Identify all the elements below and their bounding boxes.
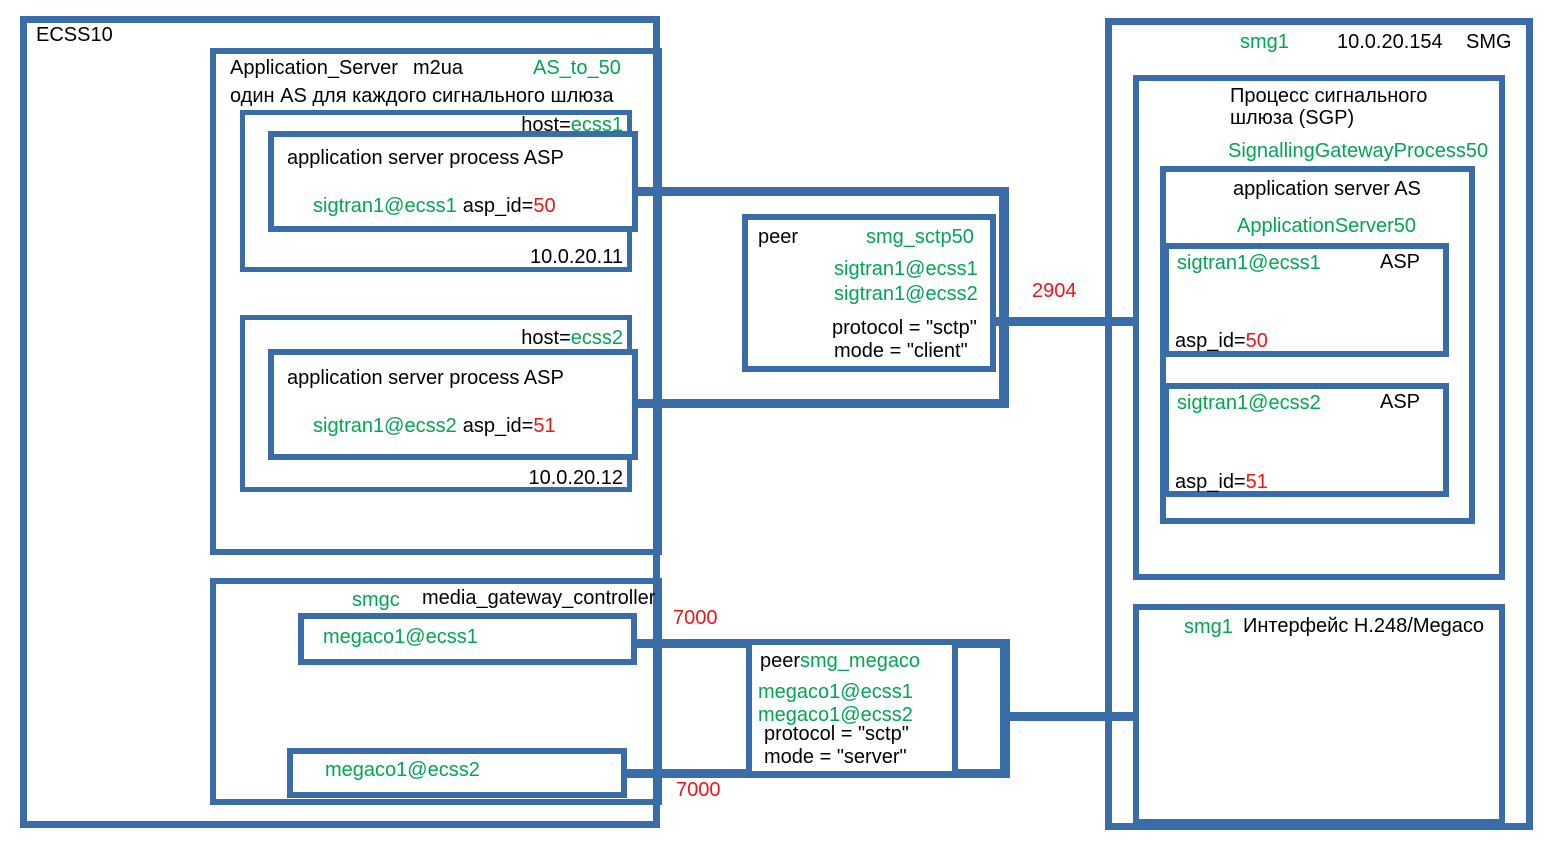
host-ecss1-ip: 10.0.20.11 <box>529 246 623 268</box>
smg-ip: 10.0.20.154 <box>1337 31 1443 53</box>
smg-asp2-label: ASP <box>1380 391 1421 413</box>
sgp-title-line1: Процесс сигнального <box>1230 85 1428 107</box>
host-ecss2-ip: 10.0.20.12 <box>528 467 623 489</box>
megaco-ecss2-endpoint: megaco1@ecss2 <box>325 759 480 781</box>
connector-sctp-vertical <box>999 187 1009 408</box>
smg-asp1-endpoint: sigtran1@ecss1 <box>1177 252 1321 274</box>
peer-megaco-protocol: protocol = "sctp" <box>764 723 909 745</box>
application-server-note: один AS для каждого сигнального шлюза <box>230 85 614 107</box>
smg-asp2-endpoint: sigtran1@ecss2 <box>1177 392 1321 414</box>
smg-megaco-interface-title: Интерфейс H.248/Megaco <box>1243 615 1484 637</box>
megaco-ecss1-endpoint: megaco1@ecss1 <box>323 626 478 648</box>
asp-process-ecss2-box <box>268 349 638 460</box>
smgc-box <box>210 578 662 805</box>
connector-asp2-to-peer <box>634 399 1009 408</box>
peer-megaco-box <box>746 639 958 777</box>
smg-box <box>1105 18 1533 830</box>
megaco-ecss2-box <box>287 748 627 798</box>
sgp-box <box>1133 75 1505 580</box>
connector-sctp-to-smg <box>990 317 1133 326</box>
port-megaco2-label: 7000 <box>676 779 721 801</box>
peer-sctp-name: smg_sctp50 <box>866 226 974 248</box>
megaco-ecss1-box <box>298 613 637 665</box>
peer-sctp-mode: mode = "client" <box>834 340 968 362</box>
smg-asp1-box <box>1163 243 1449 357</box>
peer-megaco-label: peer <box>760 650 801 672</box>
peer-sctp-box <box>742 214 996 372</box>
peer-megaco-endpoint-1: megaco1@ecss1 <box>758 681 913 703</box>
sgp-name: SignallingGatewayProcess50 <box>1228 140 1489 162</box>
peer-megaco-endpoint-2: megaco1@ecss2 <box>758 704 913 726</box>
application-server-protocol: m2ua <box>413 57 464 79</box>
port-sctp-label: 2904 <box>1032 280 1077 302</box>
smg-asp1-id: asp_id=50 <box>1175 330 1268 352</box>
smg-as-title: application server AS <box>1233 178 1421 200</box>
smg-asp2-box <box>1163 383 1449 497</box>
application-server-as-name: AS_to_50 <box>533 57 621 79</box>
peer-megaco-mode: mode = "server" <box>764 746 907 768</box>
ecss10-title: ECSS10 <box>36 24 113 46</box>
application-server-title: Application_Server <box>230 57 398 79</box>
smg-title: SMG <box>1466 31 1512 53</box>
asp-process-ecss1-box <box>268 131 638 232</box>
connector-asp1-to-peer <box>634 187 1009 196</box>
host-ecss2-label: host=ecss2 <box>521 327 623 349</box>
smgc-name: smgc <box>352 589 400 611</box>
peer-sctp-protocol: protocol = "sctp" <box>832 317 977 339</box>
port-megaco1-label: 7000 <box>673 607 718 629</box>
connector-megaco-to-smg <box>1005 712 1135 721</box>
smg-megaco-interface-box <box>1133 604 1505 825</box>
smg-asp1-label: ASP <box>1380 251 1421 273</box>
peer-megaco-name: smg_megaco <box>800 650 921 672</box>
peer-sctp-label: peer <box>758 226 799 248</box>
asp-process-ecss1-title: application server process ASP <box>287 147 564 169</box>
smgc-type: media_gateway_controller <box>422 587 656 609</box>
smg-asp2-id: asp_id=51 <box>1175 471 1268 493</box>
smg-as-name: ApplicationServer50 <box>1237 215 1416 237</box>
peer-sctp-endpoint-2: sigtran1@ecss2 <box>834 283 978 305</box>
application-server-box <box>210 48 662 555</box>
connector-megaco-vertical <box>1000 639 1010 778</box>
smg-name: smg1 <box>1240 31 1289 53</box>
sgp-title-line2: шлюза (SGP) <box>1230 107 1355 129</box>
peer-sctp-endpoint-1: sigtran1@ecss1 <box>834 258 978 280</box>
host-ecss1-label: host=ecss1 <box>521 114 623 136</box>
smg-megaco-interface-name: smg1 <box>1184 616 1233 638</box>
asp-process-ecss2-title: application server process ASP <box>287 367 564 389</box>
